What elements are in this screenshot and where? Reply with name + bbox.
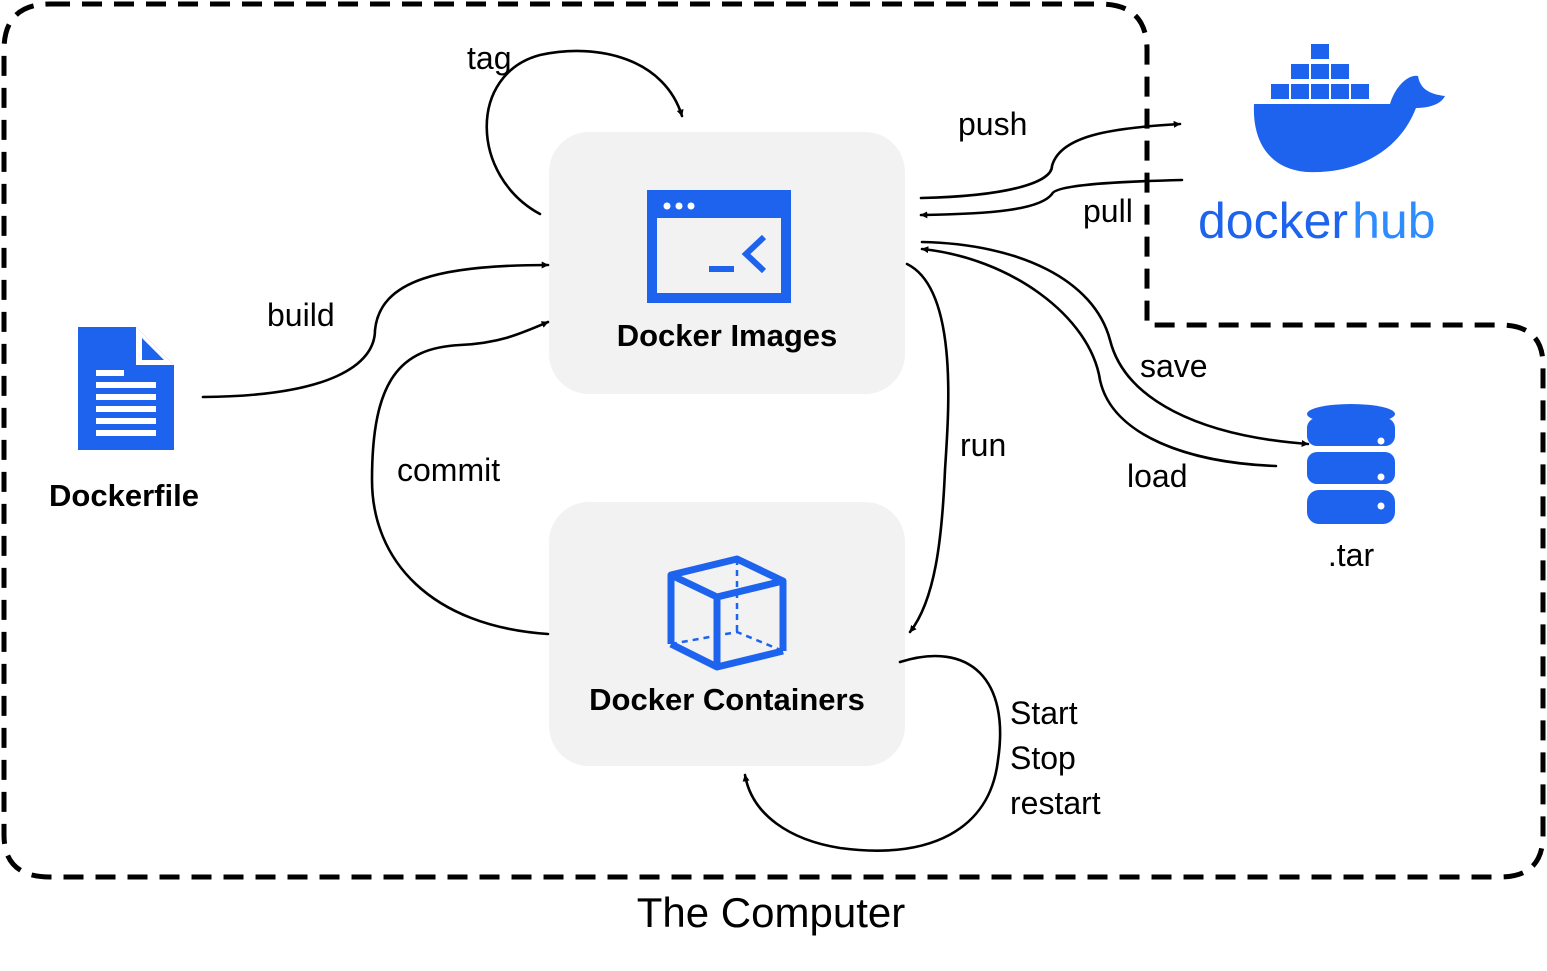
- terminal-window-icon: [647, 190, 791, 303]
- tag-label: tag: [467, 40, 511, 76]
- lifecycle-arrow: [742, 654, 1002, 852]
- lifecycle-restart-label: restart: [1010, 785, 1101, 821]
- docker-containers-label: Docker Containers: [589, 682, 865, 717]
- run-arrow: [905, 262, 950, 634]
- save-arrow: [920, 240, 1310, 448]
- cube-icon: [667, 555, 787, 671]
- document-icon: [78, 327, 174, 450]
- commit-label: commit: [397, 452, 500, 488]
- push-label: push: [958, 106, 1027, 142]
- pull-arrow: [919, 178, 1184, 219]
- run-label: run: [960, 427, 1006, 463]
- docker-hub-wordmark: dockerhub: [1198, 193, 1436, 249]
- hub-wordmark-text: hub: [1352, 193, 1435, 249]
- docker-whale-icon: [1253, 44, 1445, 173]
- computer-boundary: [1, 1, 1546, 880]
- pull-label: pull: [1083, 193, 1133, 229]
- lifecycle-start-label: Start: [1010, 695, 1078, 731]
- load-arrow: [920, 246, 1278, 468]
- tag-arrow: [485, 49, 684, 216]
- docker-images-label: Docker Images: [617, 318, 838, 353]
- build-label: build: [267, 297, 335, 333]
- docker-images-box: [549, 132, 905, 394]
- docker-wordmark-text: docker: [1198, 193, 1348, 249]
- save-label: save: [1140, 348, 1208, 384]
- build-arrow: [201, 261, 550, 399]
- computer-caption: The Computer: [637, 889, 905, 936]
- database-icon: [1307, 404, 1395, 524]
- push-arrow: [919, 120, 1182, 200]
- commit-arrow: [370, 320, 550, 636]
- dockerfile-label: Dockerfile: [49, 478, 199, 513]
- tar-label: .tar: [1328, 537, 1375, 573]
- load-label: load: [1127, 458, 1188, 494]
- lifecycle-stop-label: Stop: [1010, 740, 1076, 776]
